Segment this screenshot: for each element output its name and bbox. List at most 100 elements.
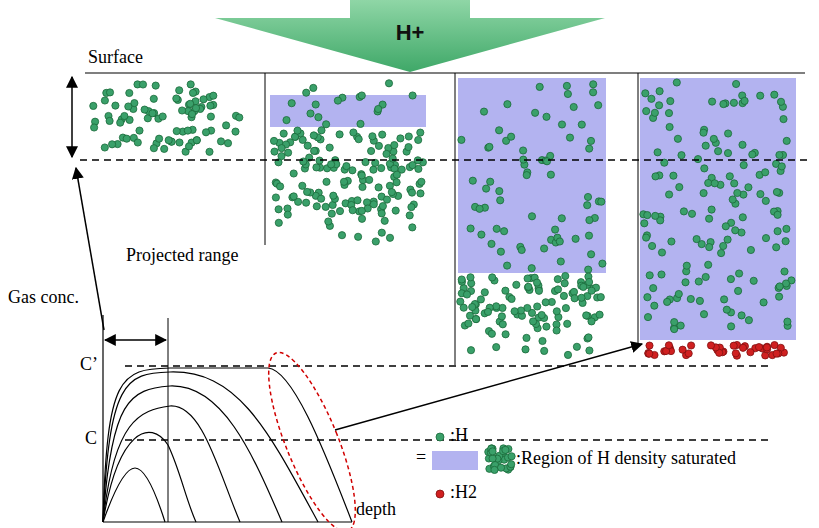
h-dot	[323, 121, 330, 128]
h-dot	[643, 234, 650, 241]
saturated-region	[458, 78, 606, 273]
h-dot	[90, 102, 97, 109]
h-dot	[528, 213, 535, 220]
h-dot	[493, 303, 500, 310]
h-dot	[408, 204, 415, 211]
h-dot	[724, 236, 731, 243]
h-dot	[558, 121, 565, 128]
h-dot	[705, 261, 712, 268]
h-dot	[722, 223, 729, 230]
h-dot	[525, 283, 532, 290]
axis-label: Gas conc.	[8, 288, 79, 308]
h-dot	[706, 244, 713, 251]
h-dot	[150, 95, 157, 102]
h-dot	[366, 176, 373, 183]
h2-dot	[645, 350, 652, 357]
divider	[265, 73, 266, 245]
h-dot	[392, 207, 399, 214]
h-dot	[343, 163, 350, 170]
h-dot	[504, 262, 511, 269]
h-dot	[322, 203, 329, 210]
h-dot	[783, 137, 790, 144]
h-dot	[397, 135, 404, 142]
h-dot	[520, 147, 527, 154]
concentration-curves	[103, 368, 352, 522]
h-dot	[415, 165, 422, 172]
h-dot	[408, 189, 415, 196]
h-dot	[393, 171, 400, 178]
h-dot	[476, 205, 483, 212]
h-dot	[358, 207, 365, 214]
h-dot	[504, 101, 511, 108]
h-dot	[720, 101, 727, 108]
h-dot	[375, 105, 382, 112]
h-dot	[489, 448, 496, 455]
h-dot	[149, 110, 156, 117]
h-dot	[564, 90, 571, 97]
leader-arrow	[335, 344, 642, 430]
h-dot	[493, 344, 500, 351]
h-dot	[727, 276, 734, 283]
h-dot	[318, 195, 325, 202]
h-dot	[523, 334, 530, 341]
h-dot	[303, 199, 310, 206]
h-dot	[562, 305, 569, 312]
h-dot	[586, 145, 593, 152]
h-dot	[649, 242, 656, 249]
h2-dot-sample	[436, 490, 444, 498]
h-dot	[176, 139, 183, 146]
h-dot	[570, 103, 577, 110]
h-dot	[538, 311, 545, 318]
h-dot	[383, 196, 390, 203]
h-dot	[496, 127, 503, 134]
h-dot	[706, 215, 713, 222]
h-dot	[493, 225, 500, 232]
h-dot	[688, 210, 695, 217]
h-dot	[701, 165, 708, 172]
h-dot	[524, 284, 531, 291]
h-dot	[496, 188, 503, 195]
h-dot	[134, 139, 141, 146]
h-dot	[762, 169, 769, 176]
h-dot	[776, 151, 783, 158]
h-dot	[711, 180, 718, 187]
h-dot	[349, 207, 356, 214]
h-dot	[554, 286, 561, 293]
h2-dot	[646, 350, 653, 357]
h-dot	[776, 283, 783, 290]
h2-dot	[685, 350, 692, 357]
h-dot	[275, 206, 282, 213]
range-marker	[168, 318, 169, 522]
h-dot	[547, 171, 554, 178]
h-dot	[534, 303, 541, 310]
h-dot	[467, 347, 474, 354]
h2-dot	[773, 350, 780, 357]
h-dot	[405, 133, 412, 140]
h-dot	[682, 279, 689, 286]
h-dot	[179, 107, 186, 114]
h-dot	[776, 293, 783, 300]
h-dot	[740, 162, 747, 169]
h-dot	[741, 97, 748, 104]
h-dot	[117, 119, 124, 126]
level-line	[125, 439, 770, 441]
h-dot	[460, 304, 467, 311]
h-dot	[780, 116, 787, 123]
h-dot	[747, 246, 754, 253]
h-dot	[648, 95, 655, 102]
h-dot	[739, 214, 746, 221]
h-dot	[409, 224, 416, 231]
h-dot	[702, 273, 709, 280]
h-dot	[202, 129, 209, 136]
h-dot	[530, 318, 537, 325]
h-dot	[666, 123, 673, 130]
h-dot	[687, 295, 694, 302]
h-dot	[721, 296, 728, 303]
h-dot	[210, 92, 217, 99]
h-dot	[206, 148, 213, 155]
h-dot	[720, 242, 727, 249]
h-dot	[156, 135, 163, 142]
x-axis	[103, 521, 352, 522]
h-dot	[150, 145, 157, 152]
h-dot	[499, 321, 506, 328]
